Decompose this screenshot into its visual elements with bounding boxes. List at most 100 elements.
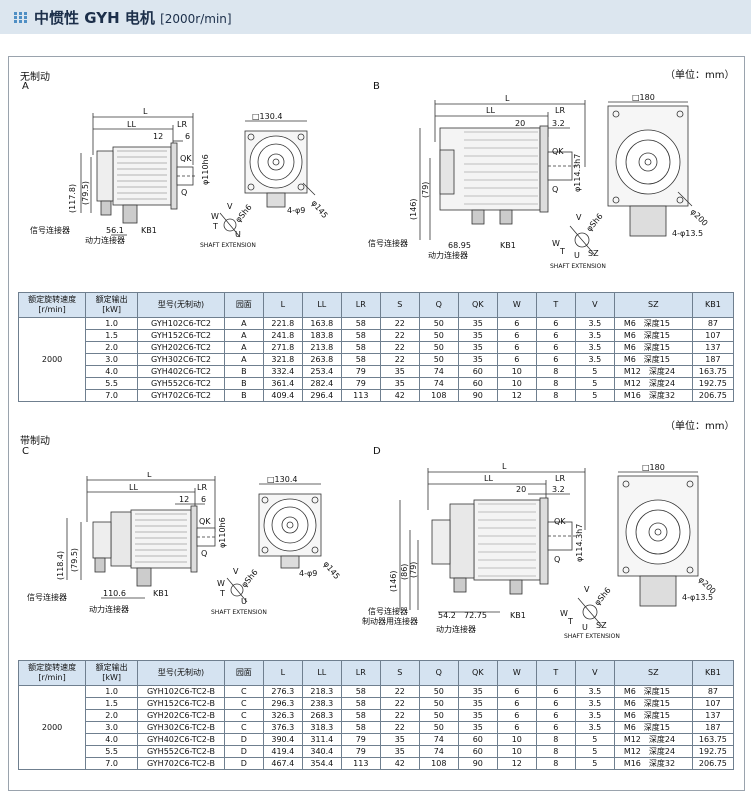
cell: 79 xyxy=(340,733,381,746)
figure-letter: A xyxy=(22,81,29,92)
dim-holes: 4-φ13.5 xyxy=(682,593,713,602)
cell: 8 xyxy=(535,377,576,390)
cell: 5.5 xyxy=(85,377,139,390)
spec-table-with-brake: 额定旋转速度 [r/min] 额定输出 [kW] 型号(无制动) 园面 L LL… xyxy=(17,660,735,770)
cell: 3.5 xyxy=(574,709,615,722)
dim-pcd: φ145 xyxy=(321,560,341,582)
cell: 163.8 xyxy=(301,317,342,330)
dim-h2: (79.5) xyxy=(81,181,90,205)
th-LL: LL xyxy=(301,292,342,318)
th-drawing: 园面 xyxy=(223,292,264,318)
dim-h2: (79) xyxy=(409,562,418,578)
cell: C xyxy=(223,685,264,698)
dim-L: L xyxy=(147,472,152,479)
cell: 6 xyxy=(496,353,537,366)
cell: 22 xyxy=(379,721,420,734)
cell: C xyxy=(223,697,264,710)
dim-LR: LR xyxy=(555,474,565,483)
dim-V: V xyxy=(584,585,590,594)
dim-Q: Q xyxy=(201,549,207,558)
drawing-figure-d: L LL LR 20 3.2 QK Q φ114.3h7 (146) (86) … xyxy=(362,462,717,640)
dim-kb1: KB1 xyxy=(141,226,157,235)
power-connector-label: 动力连接器 xyxy=(428,250,468,260)
cell: 3.5 xyxy=(574,341,615,354)
dim-12: 12 xyxy=(179,495,189,504)
cell: 163.75 xyxy=(691,733,735,746)
cell: 35 xyxy=(457,685,498,698)
cell: 22 xyxy=(379,685,420,698)
cell: 79 xyxy=(340,745,381,758)
signal-connector-label: 信号连接器 xyxy=(27,592,67,602)
cell: 3.5 xyxy=(574,685,615,698)
cell: 183.8 xyxy=(301,329,342,342)
dim-shaft: φ110h6 xyxy=(201,154,210,185)
cell: 6 xyxy=(535,721,576,734)
cell: 137 xyxy=(691,709,735,722)
dim-sh: φSh6 xyxy=(585,212,605,234)
cell: 409.4 xyxy=(262,389,303,402)
cell: 3.0 xyxy=(85,721,139,734)
cell: 35 xyxy=(379,365,420,378)
cell: 60 xyxy=(457,365,498,378)
dim-holes: 4-φ9 xyxy=(287,206,305,215)
dim-12: 12 xyxy=(153,132,163,141)
cell: A xyxy=(223,341,264,354)
cell: GYH152C6-TC2-B xyxy=(137,697,225,710)
cell: 5 xyxy=(574,745,615,758)
cell: C xyxy=(223,709,264,722)
dim-h2: (79) xyxy=(421,182,430,198)
cell: M6 深度15 xyxy=(613,721,693,734)
dim-square: □130.4 xyxy=(267,475,297,484)
dim-V: V xyxy=(576,213,582,222)
cell: GYH102C6-TC2 xyxy=(137,317,225,330)
section-label-no-brake: 无制动 xyxy=(20,72,50,83)
title-bar: 中惯性 GYH 电机 [2000r/min] xyxy=(0,0,751,34)
dim-pcd: φ145 xyxy=(309,199,329,221)
dim-T: T xyxy=(219,589,225,598)
cell: 361.4 xyxy=(262,377,303,390)
power-connector-label: 动力连接器 xyxy=(436,624,476,634)
cell: 6 xyxy=(496,685,537,698)
cell: 90 xyxy=(457,389,498,402)
cell: 268.3 xyxy=(301,709,342,722)
cell: GYH302C6-TC2-B xyxy=(137,721,225,734)
th-Q: Q xyxy=(418,292,459,318)
cell: 6 xyxy=(535,341,576,354)
cell: 6 xyxy=(496,697,537,710)
cell: 7.0 xyxy=(85,757,139,770)
brake-connector-label: 制动器用连接器 xyxy=(362,616,418,626)
cell: 192.75 xyxy=(691,377,735,390)
cell: 6 xyxy=(535,317,576,330)
cell: D xyxy=(223,745,264,758)
th-Q: Q xyxy=(418,660,459,686)
dim-W: W xyxy=(560,609,568,618)
dim-kb: 68.95 xyxy=(448,241,471,250)
cell: B xyxy=(223,365,264,378)
dim-20: 20 xyxy=(516,485,526,494)
cell: GYH102C6-TC2-B xyxy=(137,685,225,698)
table-header-row: 额定旋转速度 [r/min] 额定输出 [kW] 型号(无制动) 园面 L LL… xyxy=(17,660,735,686)
drawing-figure-a: L LL LR 12 6 QK Q φ110h6 (117.8) (79.5) … xyxy=(30,107,330,249)
dim-V: V xyxy=(233,567,239,576)
cell: 50 xyxy=(418,341,459,354)
dim-LL: LL xyxy=(127,120,136,129)
dim-LL: LL xyxy=(486,106,495,115)
cell: M6 深度15 xyxy=(613,697,693,710)
dim-LL: LL xyxy=(484,474,493,483)
dim-kb2: 72.75 xyxy=(464,611,487,620)
dim-kb1: KB1 xyxy=(500,241,516,250)
cell: M12 深度24 xyxy=(613,733,693,746)
dim-6: 6 xyxy=(185,132,190,141)
cell: A xyxy=(223,317,264,330)
dim-Q: Q xyxy=(552,185,558,194)
cell: 3.5 xyxy=(574,721,615,734)
dim-W: W xyxy=(552,239,560,248)
cell: 58 xyxy=(340,329,381,342)
cell: 3.5 xyxy=(574,697,615,710)
cell: 8 xyxy=(535,389,576,402)
cell: 187 xyxy=(691,721,735,734)
cell: 213.8 xyxy=(301,341,342,354)
cell: 206.75 xyxy=(691,757,735,770)
